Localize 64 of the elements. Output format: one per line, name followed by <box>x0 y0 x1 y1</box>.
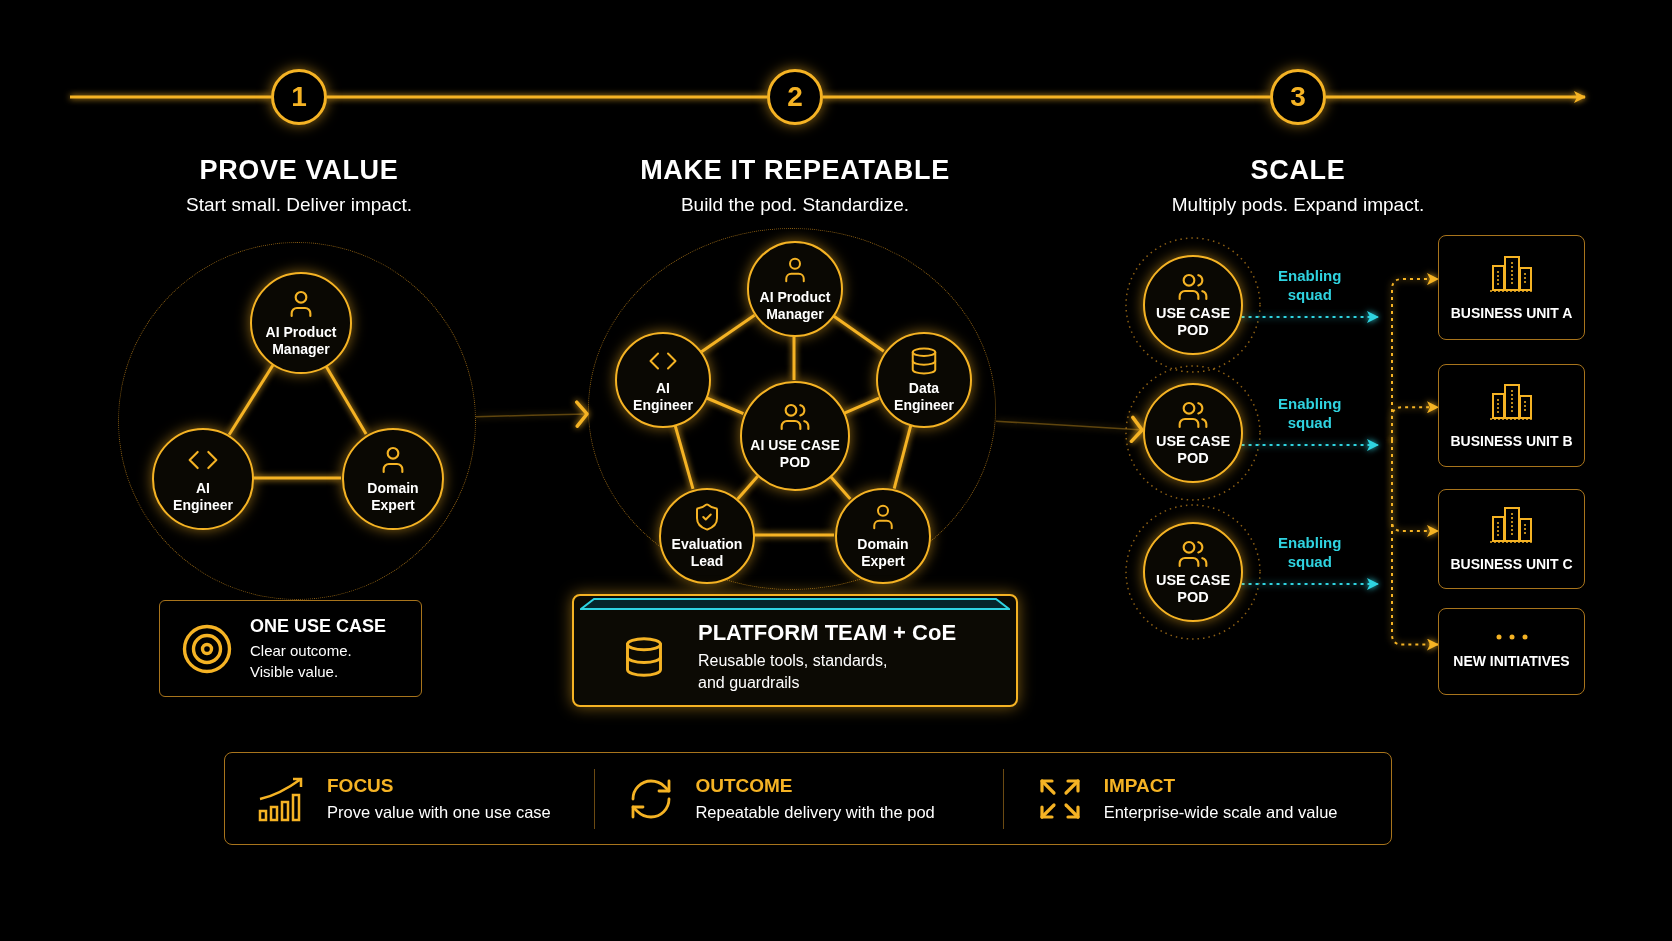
summary-text: Prove value with one use case <box>327 802 551 823</box>
edge-label: Enabling squad <box>1277 395 1343 433</box>
business-unit-card <box>1438 489 1585 589</box>
chevron-arrow <box>995 415 1144 444</box>
node-label: Data Engineer <box>893 380 955 414</box>
connector-line <box>754 533 834 537</box>
node-label: BUSINESS UNIT C <box>1450 556 1573 574</box>
business-unit-card <box>1438 364 1585 467</box>
platform-heading: PLATFORM TEAM + CoE <box>698 618 957 647</box>
connector-line <box>327 95 767 99</box>
step-number: 2 <box>787 83 803 111</box>
connector-line <box>736 475 759 500</box>
card-heading: ONE USE CASE <box>250 614 388 638</box>
connector-line <box>700 314 756 353</box>
node-label: Domain Expert <box>856 536 910 570</box>
node-label: BUSINESS UNIT B <box>1450 432 1573 451</box>
section-title: SCALE <box>1249 154 1347 187</box>
node-label: AI Engineer <box>172 480 234 514</box>
node-label: AI USE CASE POD <box>749 437 841 471</box>
summary-bar <box>224 752 1392 845</box>
connector-line <box>832 314 885 353</box>
node-label: Evaluation Lead <box>670 536 744 570</box>
card-text: Clear outcome. Visible value. <box>250 641 353 682</box>
step-number: 1 <box>291 83 307 111</box>
section-title: MAKE IT REPEATABLE <box>639 154 951 187</box>
connector-line <box>253 476 341 480</box>
summary-heading: FOCUS <box>327 774 395 799</box>
arrow <box>1391 439 1439 651</box>
connector-line <box>227 364 275 436</box>
connector-line <box>792 336 796 380</box>
node-label: AI Product Manager <box>264 324 338 358</box>
step-number: 3 <box>1290 83 1306 111</box>
summary-heading: IMPACT <box>1103 774 1177 799</box>
edge-label: Enabling squad <box>1277 534 1343 572</box>
node-label: USE CASE POD <box>1154 304 1232 340</box>
business-unit-card <box>1438 235 1585 340</box>
section-title: PROVE VALUE <box>198 154 400 187</box>
connector-line <box>829 475 852 500</box>
arrow <box>1326 91 1586 103</box>
connector-line <box>843 396 880 415</box>
node-label: BUSINESS UNIT A <box>1450 304 1573 323</box>
summary-text: Repeatable delivery with the pod <box>695 802 935 823</box>
section-subtitle: Build the pod. Standardize. <box>679 193 911 217</box>
chevron-arrow <box>475 400 589 428</box>
business-unit-card <box>1438 608 1585 695</box>
section-subtitle: Start small. Deliver impact. <box>185 193 413 217</box>
node-label: USE CASE POD <box>1154 571 1232 607</box>
connector-line <box>70 95 271 99</box>
summary-heading: OUTCOME <box>695 774 794 799</box>
summary-text: Enterprise-wide scale and value <box>1103 802 1338 823</box>
section-subtitle: Multiply pods. Expand impact. <box>1170 193 1426 217</box>
connector-line <box>705 396 744 415</box>
node-label: AI Product Manager <box>758 289 832 323</box>
platform-box <box>572 594 1018 707</box>
connector-line <box>324 365 368 435</box>
node-label: USE CASE POD <box>1154 432 1232 468</box>
info-card <box>159 600 422 697</box>
node-label: NEW INITIATIVES <box>1453 652 1570 671</box>
node-label: AI Engineer <box>632 380 694 414</box>
connector-line <box>823 95 1270 99</box>
platform-text: Reusable tools, standards, and guardrails <box>698 651 889 694</box>
node-label: Domain Expert <box>366 480 420 514</box>
edge-label: Enabling squad <box>1277 267 1343 305</box>
arrow <box>1391 401 1439 441</box>
